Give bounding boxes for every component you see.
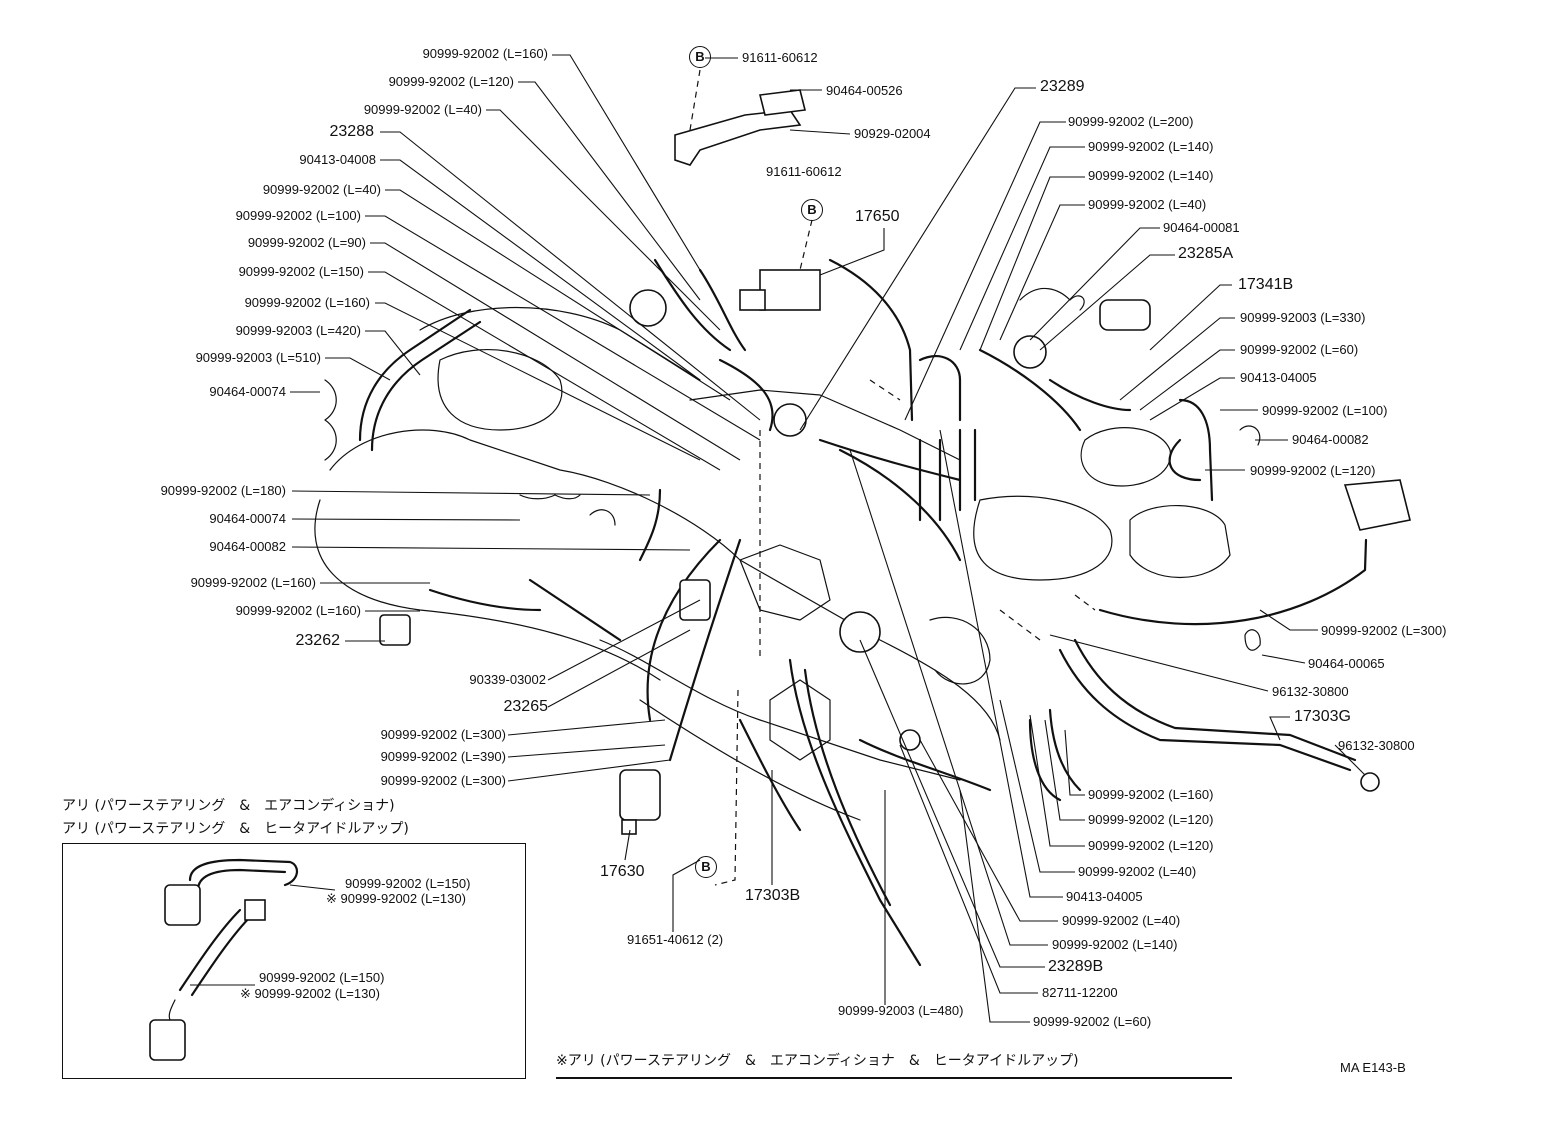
reference-mark-b-bottom: B [695,856,717,878]
hose-routes [358,258,1368,967]
callout-label: 90464-00526 [826,83,903,98]
callout-label: 23285A [1178,245,1234,262]
callout-label: 17341B [1238,276,1294,293]
callout-label: 90413-04005 [1240,370,1317,385]
callout-label: 90999-92002 (L=150) [238,264,364,279]
callout-label: 90999-92002 (L=160) [235,603,361,618]
callout-label: 90999-92002 (L=120) [1088,838,1214,853]
callout-label: 90999-92002 (L=40) [262,182,381,197]
callout-label: 90999-92003 (L=480) [838,1003,964,1018]
callout-label: 90999-92002 (L=100) [235,208,361,223]
callout-label: 90464-00082 [209,539,286,554]
callout-label: 91611-60612 [766,164,842,179]
callout-label: 90999-92002 (L=160) [190,575,316,590]
callout-label: 90999-92002 (L=300) [1321,623,1447,638]
callout-label: 23262 [295,632,341,649]
callout-label: 96132-30800 [1272,684,1349,699]
callout-label: 23288 [329,123,375,140]
callout-label: 90464-00082 [1292,432,1369,447]
callout-label: 90999-92002 (L=300) [380,773,506,788]
callout-label: 90999-92002 (L=90) [247,235,366,250]
callout-label: 23265 [503,698,549,715]
callout-label: 90999-92002 (L=160) [422,46,548,61]
inset-title-2: アリ (パワーステアリング & ヒータアイドルアップ) [62,821,409,837]
callout-label: 23289B [1048,958,1104,975]
callout-label: 90999-92002 (L=160) [244,295,370,310]
callout-label: 90999-92002 (L=160) [1088,787,1214,802]
callout-label: 90999-92002 (L=60) [1033,1014,1152,1029]
inset-title-1: アリ (パワーステアリング & エアコンディショナ) [62,798,395,814]
callout-label: 90929-02004 [854,126,931,141]
inset-callout-upper-alt: ※ 90999-92002 (L=130) [326,891,466,906]
callout-label: 17650 [855,208,900,225]
callout-label: 90999-92002 (L=140) [1088,139,1214,154]
callout-label: 96132-30800 [1338,738,1415,753]
footnote: ※アリ (パワーステアリング & エアコンディショナ & ヒータアイドルアップ) [556,1053,1079,1069]
callout-label: 90999-92003 (L=420) [235,323,361,338]
callout-label: 90339-03002 [469,672,546,687]
footnote-underline [556,1077,1232,1079]
callout-label: 90999-92002 (L=390) [380,749,506,764]
inset-callout-lower-alt: ※ 90999-92002 (L=130) [240,986,380,1001]
callout-label: 90999-92002 (L=40) [1062,913,1181,928]
callout-label: 90464-00074 [209,384,286,399]
callout-label: 90999-92002 (L=100) [1262,403,1388,418]
callout-label: 17630 [600,863,645,880]
callout-label: 90413-04005 [1066,889,1143,904]
reference-mark-b-top: B [689,46,711,68]
inset-box [62,843,526,1079]
callout-label: 91611-60612 [742,50,818,65]
callout-label: 90999-92002 (L=200) [1068,114,1194,129]
callout-label: 90999-92002 (L=60) [1240,342,1359,357]
callout-label: 90999-92002 (L=140) [1088,168,1214,183]
leader-lines [190,54,1366,1023]
callout-label: 17303G [1294,708,1351,725]
callout-label: 90999-92002 (L=40) [1078,864,1197,879]
callout-label: 90413-04008 [299,152,376,167]
engine-outline [314,306,1231,821]
reference-mark-b-middle: B [801,199,823,221]
callout-label: 23289 [1040,78,1085,95]
callout-label: 90999-92002 (L=140) [1052,937,1178,952]
callout-label: 90999-92002 (L=40) [1088,197,1207,212]
callout-label: 90999-92002 (L=120) [1250,463,1376,478]
callout-label: 90999-92002 (L=180) [160,483,286,498]
callout-label: 90999-92002 (L=120) [388,74,514,89]
callout-label: 17303B [745,887,801,904]
callout-label: 90464-00065 [1308,656,1385,671]
callout-label: 90999-92002 (L=40) [363,102,482,117]
inset-callout-lower-std: 90999-92002 (L=150) [259,970,385,985]
callout-label: 90999-92003 (L=510) [195,350,321,365]
callout-label: 90999-92002 (L=120) [1088,812,1214,827]
callout-label: 90999-92003 (L=330) [1240,310,1366,325]
figure-code: MA E143-B [1340,1060,1406,1075]
inset-callout-upper-std: 90999-92002 (L=150) [345,876,471,891]
callout-label: 90464-00074 [209,511,286,526]
callout-label: 91651-40612 (2) [627,932,724,947]
component-symbols [324,89,1411,835]
callout-label: 82711-12200 [1042,985,1118,1000]
callout-label: 90999-92002 (L=300) [380,727,506,742]
callout-label: 90464-00081 [1163,220,1240,235]
